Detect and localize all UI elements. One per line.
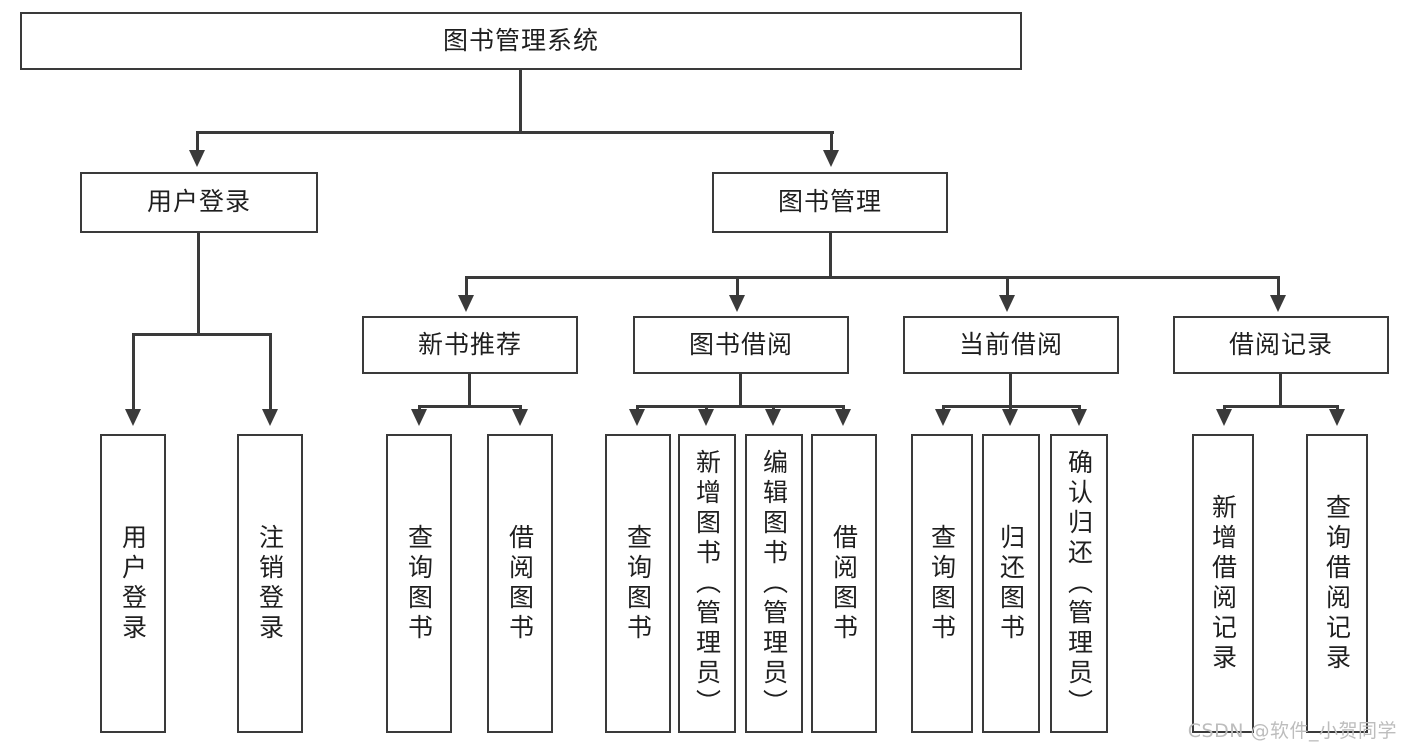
- connector-new-book-stem: [468, 374, 471, 406]
- arrow-user-login-to-leaf-1: [262, 409, 278, 426]
- arrow-book-borrow-to-leaf-0: [629, 409, 645, 426]
- leaf-new-book-borrow-book[interactable]: 借阅图书: [487, 434, 553, 733]
- arrow-borrow-record-to-leaf-0: [1216, 409, 1232, 426]
- leaf-book-borrow-edit-book[interactable]: 编辑图书（管理员）: [745, 434, 803, 733]
- connector-book-mgmt-stem: [829, 233, 832, 277]
- connector-borrow-record-stem: [1279, 374, 1282, 406]
- node-borrow-record[interactable]: 借阅记录: [1173, 316, 1389, 374]
- node-label: 查询借阅记录: [1322, 493, 1352, 674]
- node-label: 查询图书: [623, 523, 653, 644]
- connector-user-login-to-leaf-1: [269, 333, 272, 415]
- leaf-current-borrow-return-book[interactable]: 归还图书: [982, 434, 1040, 733]
- node-label: 查询图书: [404, 523, 434, 644]
- arrow-book-mgmt-to-current-borrow: [999, 295, 1015, 312]
- connector-book-borrow-stem: [739, 374, 742, 406]
- node-label: 确认归还（管理员）: [1064, 448, 1094, 719]
- connector-book-mgmt-to-current-borrow: [1006, 276, 1009, 301]
- node-user-login[interactable]: 用户登录: [80, 172, 318, 233]
- connector-user-login-to-leaf-0: [132, 333, 135, 415]
- leaf-borrow-record-query-record[interactable]: 查询借阅记录: [1306, 434, 1368, 733]
- node-label: 归还图书: [996, 523, 1026, 644]
- leaf-current-borrow-query-book[interactable]: 查询图书: [911, 434, 973, 733]
- leaf-user-login-login[interactable]: 用户登录: [100, 434, 166, 733]
- node-label: 新增图书（管理员）: [692, 448, 722, 719]
- node-label: 借阅图书: [829, 523, 859, 644]
- connector-book-borrow-bus: [637, 405, 845, 408]
- node-book-borrow[interactable]: 图书借阅: [633, 316, 849, 374]
- connector-book-mgmt-to-book-borrow: [736, 276, 739, 301]
- node-label: 图书借阅: [688, 329, 793, 359]
- leaf-current-borrow-confirm-return[interactable]: 确认归还（管理员）: [1050, 434, 1108, 733]
- leaf-book-borrow-query-book[interactable]: 查询图书: [605, 434, 671, 733]
- node-book-management[interactable]: 图书管理: [712, 172, 948, 233]
- arrow-new-book-to-leaf-0: [411, 409, 427, 426]
- leaf-book-borrow-borrow-book[interactable]: 借阅图书: [811, 434, 877, 733]
- connector-current-borrow-stem: [1009, 374, 1012, 406]
- connector-book-mgmt-to-borrow-record: [1277, 276, 1280, 301]
- connector-root-stem: [519, 70, 522, 132]
- leaf-new-book-query-book[interactable]: 查询图书: [386, 434, 452, 733]
- connector-root-bus: [197, 131, 834, 134]
- leaf-borrow-record-add-record[interactable]: 新增借阅记录: [1192, 434, 1254, 733]
- connector-root-to-user-login: [196, 131, 199, 156]
- arrow-book-mgmt-to-borrow-record: [1270, 295, 1286, 312]
- connector-book-mgmt-bus: [466, 276, 1280, 279]
- connector-new-book-bus: [419, 405, 522, 408]
- node-label: 查询图书: [927, 523, 957, 644]
- connector-book-mgmt-to-new-book: [465, 276, 468, 301]
- arrow-root-to-book-mgmt: [823, 150, 839, 167]
- node-label: 借阅记录: [1228, 329, 1333, 359]
- arrow-book-mgmt-to-new-book: [458, 295, 474, 312]
- connector-current-borrow-bus: [943, 405, 1081, 408]
- node-label: 编辑图书（管理员）: [759, 448, 789, 719]
- node-label: 新书推荐: [417, 329, 522, 359]
- node-label: 用户登录: [146, 187, 251, 217]
- arrow-book-borrow-to-leaf-2: [765, 409, 781, 426]
- node-label: 借阅图书: [505, 523, 535, 644]
- node-label: 注销登录: [255, 523, 285, 644]
- leaf-user-login-logout[interactable]: 注销登录: [237, 434, 303, 733]
- node-label: 当前借阅: [958, 329, 1063, 359]
- connector-borrow-record-bus: [1224, 405, 1339, 408]
- node-new-book-recommend[interactable]: 新书推荐: [362, 316, 578, 374]
- csdn-watermark: CSDN @软件_小贺同学: [1187, 720, 1397, 742]
- node-current-borrow[interactable]: 当前借阅: [903, 316, 1119, 374]
- connector-user-login-bus: [133, 333, 271, 336]
- node-label: 图书管理: [777, 187, 882, 217]
- arrow-current-borrow-to-leaf-0: [935, 409, 951, 426]
- arrow-user-login-to-leaf-0: [125, 409, 141, 426]
- arrow-current-borrow-to-leaf-2: [1071, 409, 1087, 426]
- connector-root-to-book-mgmt: [830, 131, 833, 156]
- node-label: 新增借阅记录: [1208, 493, 1238, 674]
- arrow-root-to-user-login: [189, 150, 205, 167]
- arrow-book-borrow-to-leaf-1: [698, 409, 714, 426]
- node-label: 图书管理系统: [442, 25, 599, 55]
- arrow-new-book-to-leaf-1: [512, 409, 528, 426]
- connector-user-login-stem: [197, 233, 200, 334]
- node-label: 用户登录: [118, 523, 148, 644]
- arrow-book-borrow-to-leaf-3: [835, 409, 851, 426]
- node-root-system[interactable]: 图书管理系统: [20, 12, 1022, 70]
- arrow-book-mgmt-to-book-borrow: [729, 295, 745, 312]
- arrow-borrow-record-to-leaf-1: [1329, 409, 1345, 426]
- arrow-current-borrow-to-leaf-1: [1002, 409, 1018, 426]
- leaf-book-borrow-add-book[interactable]: 新增图书（管理员）: [678, 434, 736, 733]
